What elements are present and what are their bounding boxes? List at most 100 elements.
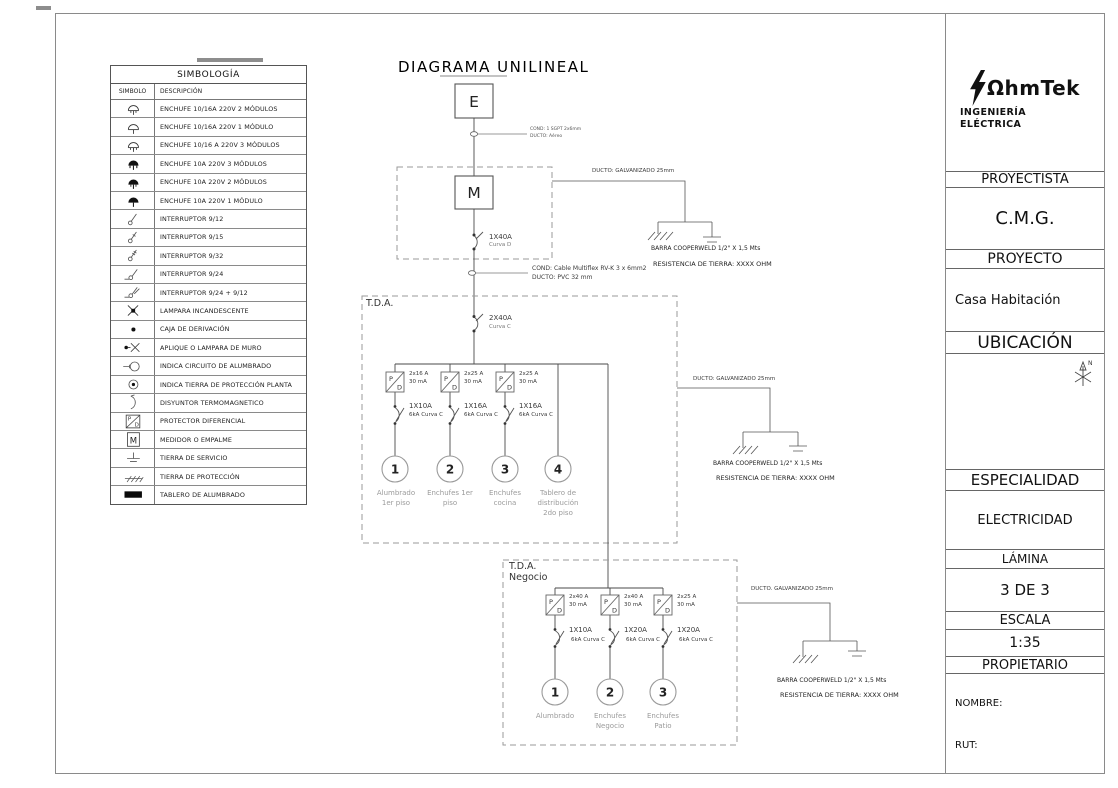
title-block: ΩhmTek INGENIERÍA ELÉCTRICA PROYECTISTA … (945, 13, 1105, 774)
symbol-desc: ENCHUFE 10/16A 220V 1 MÓDULO (160, 123, 274, 132)
table-row: APLIQUE O LAMPARA DE MURO (111, 339, 306, 358)
north-arrow-icon: N (1074, 360, 1093, 386)
tda-ground (677, 387, 807, 455)
breaker-2x40a-curve-label: Curva C (489, 324, 511, 330)
circuit-desc: piso (442, 499, 458, 507)
pd-d-letter: D (557, 607, 562, 615)
logo-subtitle-line1: INGENIERÍA (960, 107, 1026, 118)
medidor-box-letter: M (467, 184, 480, 202)
breaker-2x40a-label: 2X40A (489, 314, 512, 322)
branch-breaker-curve-label: 6kA Curva C (571, 637, 605, 643)
propietario-area: NOMBRE: RUT: (946, 674, 1104, 773)
pd-rating-label: 2x40 A (569, 594, 589, 600)
pd-ma-label: 30 mA (624, 602, 642, 608)
nombre-label: NOMBRE: (955, 698, 1003, 709)
circuit-number: 1 (551, 686, 559, 700)
breaker-1x40a-label: 1X40A (489, 233, 512, 241)
company-logo: ΩhmTek INGENIERÍA ELÉCTRICA (946, 70, 1104, 131)
symbol-desc: PROTECTOR DIFERENCIAL (160, 417, 246, 426)
negocio-circuit-circles (541, 678, 677, 706)
tda-negocio-name-label2: Negocio (509, 572, 548, 583)
symbol-desc: ENCHUFE 10A 220V 2 MÓDULOS (160, 178, 267, 187)
tda-negocio-section: P D P D P D 1 2 3 (502, 559, 866, 746)
table-row: ENCHUFE 10/16 A 220V 3 MÓDULOS (111, 136, 306, 156)
circuit-number: 2 (446, 463, 454, 477)
proyecto-header: PROYECTO (946, 249, 1104, 269)
symbol-desc: ENCHUFE 10A 220V 1 MÓDULO (160, 196, 263, 205)
table-row: INTERRUPTOR 9/24 + 9/12 (111, 283, 306, 303)
circuit-number: 1 (391, 463, 399, 477)
pd-p-letter: P (389, 375, 393, 383)
pd-ma-label: 30 mA (519, 379, 537, 385)
pd-p-letter: P (657, 598, 661, 606)
tda-branch-breakers (395, 407, 515, 423)
pd-rating-label: 2x40 A (624, 594, 644, 600)
circuit-desc: Enchufes 1er (427, 489, 473, 497)
branch-breaker-label: 1X10A (569, 626, 592, 634)
circuit-desc: Enchufes (647, 712, 679, 720)
propietario-header: PROPIETARIO (946, 656, 1104, 674)
ubicacion-header: UBICACIÓN (946, 331, 1104, 354)
table-row: INDICA CIRCUITO DE ALUMBRADO (111, 357, 306, 376)
symbol-desc: INTERRUPTOR 9/15 (160, 233, 224, 242)
circuit-desc: 2do piso (543, 509, 573, 517)
table-row: PROTECTOR DIFERENCIAL (111, 412, 306, 432)
table-row: INTERRUPTOR 9/12 (111, 210, 306, 229)
table-row: INTERRUPTOR 9/15 (111, 228, 306, 248)
pd-d-letter: D (507, 384, 512, 392)
pd-ma-label: 30 mA (409, 379, 427, 385)
circuit-desc: 1er piso (381, 499, 411, 507)
pd-p-letter: P (444, 375, 448, 383)
circuit-number: 3 (659, 686, 667, 700)
symbol-desc: INDICA TIERRA DE PROTECCIÓN PLANTA (160, 380, 292, 389)
circuit-desc: Enchufes (594, 712, 626, 720)
circuit-number: 2 (606, 686, 614, 700)
rut-label: RUT: (955, 740, 978, 751)
tda-barra-label: BARRA COOPERWELD 1/2" X 1,5 Mts (713, 460, 823, 467)
table-row: ENCHUFE 10/16A 220V 1 MÓDULO (111, 118, 306, 137)
ubicacion-area: N (946, 354, 1104, 469)
symbol-desc: INTERRUPTOR 9/12 (160, 215, 224, 224)
symbol-desc: INTERRUPTOR 9/24 (160, 270, 224, 279)
pd-p-letter: P (604, 598, 608, 606)
symbol-desc: INTERRUPTOR 9/32 (160, 251, 224, 260)
table-row: INDICA TIERRA DE PROTECCIÓN PLANTA (111, 375, 306, 395)
table-row: MEDIDOR O EMPALME (111, 431, 306, 450)
table-row: CAJA DE DERIVACIÓN (111, 320, 306, 340)
pd-rating-label: 2x25 A (464, 371, 484, 377)
pd-d-letter: D (397, 384, 402, 392)
negocio-ground (737, 602, 866, 664)
symbol-desc: CAJA DE DERIVACIÓN (160, 325, 230, 334)
negocio-ducto-label: DUCTO. GALVANIZADO 25mm (751, 586, 834, 592)
negocio-branch-breakers (555, 630, 673, 646)
symbol-desc: ENCHUFE 10A 220V 3 MÓDULOS (160, 159, 267, 168)
branch-breaker-label: 1X16A (519, 402, 542, 410)
lightning-bolt-icon (970, 70, 986, 106)
table-row: INTERRUPTOR 9/32 (111, 247, 306, 266)
medidor-ducto-label: DUCTO: GALVANIZADO 25mm (592, 168, 675, 174)
symbol-desc: TABLERO DE ALUMBRADO (160, 490, 245, 499)
medidor-barra-label: BARRA COOPERWELD 1/2" X 1,5 Mts (651, 245, 761, 252)
branch-breaker-curve-label: 6kA Curva C (464, 412, 498, 418)
circuit-number: 4 (554, 463, 562, 477)
tda-differential-protectors: P D P D P D (385, 371, 515, 393)
table-row: DISYUNTOR TERMOMAGNETICO (111, 394, 306, 413)
tda-section: P D P D P D 1 2 (361, 295, 807, 588)
tda-negocio-name-label: T.D.A. (509, 561, 537, 572)
table-row: TIERRA DE PROTECCIÓN (111, 467, 306, 487)
proyectista-header: PROYECTISTA (946, 171, 1104, 188)
pd-ma-label: 30 mA (677, 602, 695, 608)
alimentador-ducto-label: DUCTO: PVC 32 mm (532, 274, 593, 281)
tda-circuit-circles (381, 455, 572, 483)
negocio-differential-protectors: P D P D P D (545, 594, 673, 616)
branch-breaker-label: 1X16A (464, 402, 487, 410)
symbology-title: SIMBOLOGÍA (111, 66, 306, 84)
pd-d-letter: D (612, 607, 617, 615)
pd-p-letter: P (549, 598, 553, 606)
logo-subtitle-line2: ELÉCTRICA (960, 118, 1022, 130)
symbol-desc: ENCHUFE 10/16A 220V 2 MÓDULOS (160, 104, 278, 113)
proyectista-value: C.M.G. (946, 188, 1104, 249)
escala-header: ESCALA (946, 611, 1104, 630)
breaker-1x40a-curve-label: Curva D (489, 242, 512, 248)
